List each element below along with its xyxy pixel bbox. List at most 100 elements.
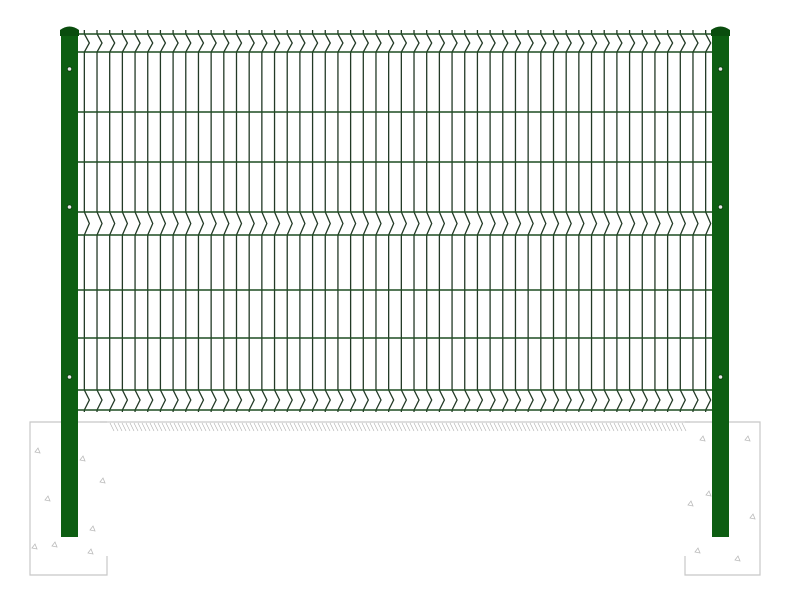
vertical-wire xyxy=(616,30,623,412)
hatch-mark xyxy=(297,422,303,432)
bolt-icon xyxy=(717,374,724,380)
hatch-mark xyxy=(369,422,375,432)
hatch-mark xyxy=(541,422,547,432)
vertical-wire xyxy=(121,30,129,412)
vertical-wire xyxy=(261,30,268,412)
vertical-wire xyxy=(476,30,484,412)
hatch-mark xyxy=(389,422,395,432)
vertical-wire xyxy=(388,30,395,412)
hatch-mark xyxy=(261,422,267,432)
hatch-mark xyxy=(529,422,535,432)
vertical-wire xyxy=(83,30,91,412)
hatch-mark xyxy=(185,422,191,432)
hatch-mark xyxy=(433,422,439,432)
hatch-mark xyxy=(221,422,227,432)
aggregate-speck xyxy=(31,543,38,550)
vertical-wire xyxy=(197,30,205,412)
hatch-mark xyxy=(365,422,371,432)
aggregate-speck xyxy=(687,500,694,507)
hatch-mark xyxy=(573,422,579,432)
hatch-mark xyxy=(373,422,379,432)
hatch-mark xyxy=(609,422,615,432)
footing-left xyxy=(29,421,108,576)
hatch-mark xyxy=(321,422,327,432)
hatch-mark xyxy=(333,422,339,432)
hatch-mark xyxy=(125,422,131,432)
vertical-wire xyxy=(438,30,446,412)
vertical-wire xyxy=(540,30,547,412)
hatch-mark xyxy=(205,422,211,432)
hatch-mark xyxy=(197,422,203,432)
vertical-wire xyxy=(502,30,509,412)
aggregate-speck xyxy=(99,477,106,484)
hatch-mark xyxy=(673,422,679,432)
hatch-mark xyxy=(257,422,263,432)
hatch-mark xyxy=(453,422,459,432)
hatch-mark xyxy=(229,422,235,432)
hatch-mark xyxy=(137,422,143,432)
hatch-mark xyxy=(521,422,527,432)
hatch-mark xyxy=(465,422,471,432)
hatch-mark xyxy=(625,422,631,432)
hatch-mark xyxy=(241,422,247,432)
hatch-mark xyxy=(549,422,555,432)
hatch-mark xyxy=(613,422,619,432)
hatch-mark xyxy=(409,422,415,432)
aggregate-speck xyxy=(694,547,701,554)
hatch-mark xyxy=(581,422,587,432)
vertical-wire xyxy=(375,30,382,412)
hatch-mark xyxy=(469,422,475,432)
bolt-icon xyxy=(66,204,73,210)
aggregate-speck xyxy=(744,435,751,442)
hatch-mark xyxy=(341,422,347,432)
hatch-mark xyxy=(213,422,219,432)
vertical-wire xyxy=(603,30,610,412)
hatch-mark xyxy=(569,422,575,432)
vertical-wire xyxy=(311,30,319,412)
hatch-mark xyxy=(553,422,559,432)
hatch-mark xyxy=(117,422,123,432)
hatch-mark xyxy=(593,422,599,432)
aggregate-speck xyxy=(705,490,712,497)
hatch-mark xyxy=(589,422,595,432)
hatch-mark xyxy=(237,422,243,432)
hatch-mark xyxy=(337,422,343,432)
hatch-mark xyxy=(501,422,507,432)
vertical-wire xyxy=(400,30,408,412)
hatch-mark xyxy=(153,422,159,432)
hatch-mark xyxy=(641,422,647,432)
hatch-mark xyxy=(633,422,639,432)
hatch-mark xyxy=(233,422,239,432)
vertical-wire xyxy=(147,30,154,412)
vertical-wire xyxy=(489,30,496,412)
vertical-wire xyxy=(692,30,699,412)
hatch-mark xyxy=(385,422,391,432)
hatch-mark xyxy=(309,422,315,432)
mesh-panel xyxy=(78,30,712,412)
hatch-mark xyxy=(313,422,319,432)
hatch-mark xyxy=(301,422,307,432)
hatch-mark xyxy=(509,422,515,432)
hatch-mark xyxy=(525,422,531,432)
bolt-icon xyxy=(66,66,73,72)
hatch-mark xyxy=(505,422,511,432)
hatch-mark xyxy=(413,422,419,432)
vertical-wire xyxy=(628,30,636,412)
post-right xyxy=(712,30,729,537)
hatch-mark xyxy=(113,422,119,432)
hatch-mark xyxy=(325,422,331,432)
aggregate-speck xyxy=(51,541,58,548)
hatch-mark xyxy=(349,422,355,432)
hatch-mark xyxy=(597,422,603,432)
hatch-mark xyxy=(669,422,675,432)
hatch-mark xyxy=(449,422,455,432)
aggregate-speck xyxy=(34,447,41,454)
hatch-mark xyxy=(513,422,519,432)
hatch-mark xyxy=(649,422,655,432)
hatch-mark xyxy=(677,422,683,432)
aggregate-speck xyxy=(699,435,706,442)
hatch-mark xyxy=(145,422,151,432)
hatch-mark xyxy=(381,422,387,432)
hatch-mark xyxy=(149,422,155,432)
hatch-mark xyxy=(305,422,311,432)
